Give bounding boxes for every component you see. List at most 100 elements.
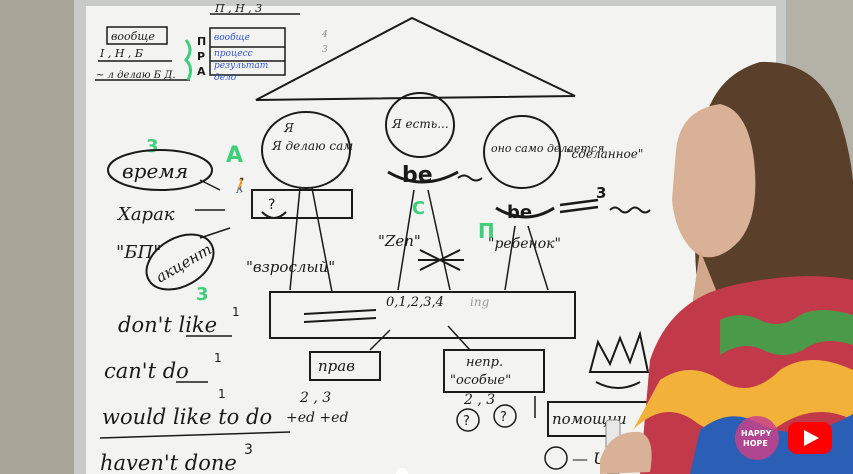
table-note: ~ л делаю Б Д. bbox=[96, 70, 176, 81]
question-mark: ? bbox=[500, 410, 507, 425]
child-letter: П bbox=[478, 219, 495, 243]
adult-leg bbox=[311, 187, 333, 293]
adult-box-sign: ? bbox=[268, 197, 275, 213]
zen-label: "Zen" bbox=[378, 232, 421, 250]
underline bbox=[99, 431, 291, 439]
child-smile bbox=[495, 206, 555, 219]
youtube-play-button[interactable] bbox=[788, 422, 832, 454]
box-line bbox=[303, 309, 377, 315]
scarf-pattern bbox=[720, 310, 853, 355]
word-row-3: результат bbox=[214, 61, 268, 71]
scarf-pattern bbox=[633, 360, 853, 438]
left-number-top: 3 bbox=[146, 136, 159, 157]
adult-smile bbox=[261, 211, 287, 219]
forms-nums-2: 2 , 3 bbox=[463, 392, 495, 408]
adult-label: "взрослый" bbox=[246, 258, 335, 276]
word-row-1: вообще bbox=[214, 32, 250, 43]
top-table bbox=[95, 13, 300, 81]
zen-head bbox=[385, 92, 455, 158]
child-number: 3 bbox=[596, 184, 606, 202]
forms-nums: 2 , 3 bbox=[299, 390, 331, 406]
question-circle bbox=[493, 404, 517, 428]
accent-oval bbox=[145, 233, 215, 291]
child-word: be bbox=[507, 202, 532, 223]
crown-icon bbox=[588, 330, 650, 373]
brand-line-2: HOPE bbox=[743, 439, 768, 448]
adult-figure: Я Я делаю сам ? "взрослый" 🚶 bbox=[231, 111, 353, 293]
zen-star bbox=[418, 249, 464, 271]
zen-word: be bbox=[402, 163, 433, 188]
left-number-bottom: 3 bbox=[196, 284, 209, 305]
phrase-mark: 1 bbox=[214, 351, 222, 365]
zen-figure: Я есть... be С "Zen" bbox=[378, 92, 483, 291]
adult-head bbox=[261, 111, 351, 189]
faded-number-4: 4 bbox=[321, 30, 328, 40]
phrase-cant-do: can't do bbox=[104, 359, 189, 383]
crown-smile bbox=[595, 381, 641, 389]
time-oval bbox=[107, 149, 213, 191]
child-figure: оно само делается be П "ребенок" "сделан… bbox=[478, 115, 651, 291]
play-icon[interactable] bbox=[804, 430, 819, 446]
brand-badge bbox=[735, 416, 779, 460]
left-letter-a: А bbox=[226, 143, 243, 168]
child-tilde bbox=[609, 206, 651, 214]
zen-smile bbox=[387, 170, 459, 184]
phrase-would-like: would like to do bbox=[102, 405, 272, 429]
box-line bbox=[303, 317, 377, 323]
child-leg bbox=[504, 225, 516, 291]
roof-triangle bbox=[255, 16, 576, 101]
letter-a: А bbox=[197, 65, 206, 78]
neprav-box bbox=[443, 349, 545, 393]
zen-bubble: Я есть... bbox=[391, 117, 449, 131]
table-header-box bbox=[106, 26, 168, 45]
zen-leg bbox=[427, 189, 451, 291]
adult-leg bbox=[289, 187, 301, 291]
prav-text: прав bbox=[318, 357, 355, 375]
child-arrow-line bbox=[559, 198, 599, 207]
child-leg bbox=[527, 225, 549, 291]
word-row-4: дело bbox=[214, 73, 237, 83]
child-quote: "сделанное" bbox=[566, 147, 643, 161]
table-header-text: вообще bbox=[111, 30, 155, 43]
progress-dot[interactable] bbox=[396, 468, 408, 474]
neprav-line-1: непр. bbox=[466, 355, 503, 370]
timeline-text: I , Н , Б bbox=[99, 47, 143, 60]
box-suffix: ing bbox=[470, 295, 490, 309]
box-numbers: 0,1,2,3,4 bbox=[386, 295, 444, 310]
left-char: Харак bbox=[116, 204, 175, 225]
child-head bbox=[483, 115, 561, 189]
zen-tilde bbox=[457, 174, 483, 182]
adult-box bbox=[251, 189, 353, 219]
faded-number-3: 3 bbox=[322, 45, 328, 55]
question-mark: ? bbox=[463, 414, 470, 429]
stick-person-small: 🚶 bbox=[231, 177, 248, 194]
phrase-mark: 1 bbox=[218, 387, 226, 401]
prav-arrow bbox=[369, 329, 391, 351]
brand-line-1: HAPPY bbox=[741, 429, 772, 438]
top-numbers: П , Н , 3 bbox=[214, 2, 262, 15]
zen-leg bbox=[397, 189, 415, 291]
forms-ed: +ed +ed bbox=[286, 410, 348, 426]
prav-box bbox=[309, 351, 381, 381]
zen-letter: С bbox=[412, 198, 425, 219]
help-circle bbox=[544, 446, 568, 470]
phrase-mark: 1 bbox=[232, 305, 240, 319]
left-arrows bbox=[195, 179, 231, 239]
presenter-hand bbox=[600, 431, 652, 474]
left-time: время bbox=[122, 159, 188, 183]
child-bubble: оно само делается bbox=[491, 142, 604, 155]
phrase-havent-done: haven't done bbox=[100, 451, 237, 474]
neprav-line-2: "особые" bbox=[450, 373, 511, 388]
neprav-arrow bbox=[447, 325, 471, 351]
phrase-mark: 3 bbox=[244, 442, 253, 458]
letter-r: Р bbox=[197, 50, 205, 63]
table-words-box bbox=[209, 27, 286, 76]
bottom-box bbox=[269, 291, 576, 339]
word-row-2: процесс bbox=[214, 49, 253, 59]
letter-p: П bbox=[197, 35, 206, 48]
question-circle bbox=[456, 408, 480, 432]
child-label: "ребенок" bbox=[488, 236, 561, 252]
adult-bubble-line-1: Я bbox=[283, 121, 294, 135]
